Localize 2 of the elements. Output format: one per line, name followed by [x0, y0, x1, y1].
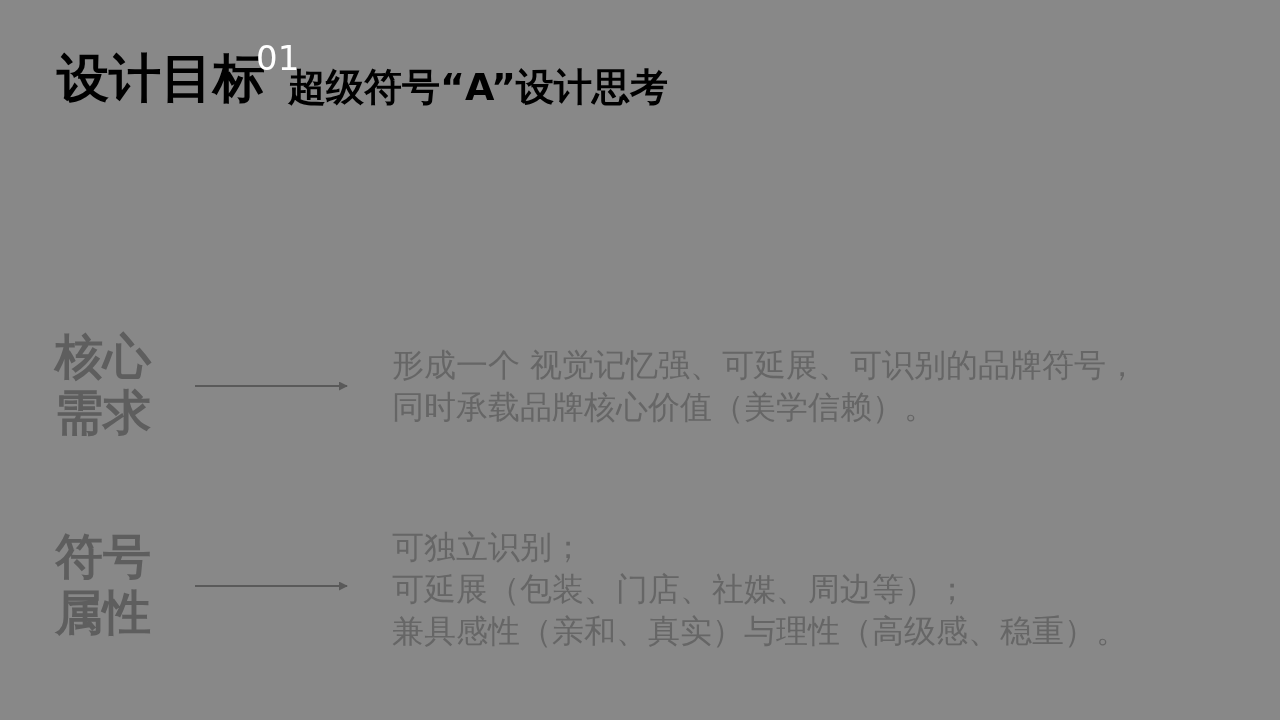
arrow: [194, 381, 348, 391]
arrow: [194, 581, 348, 591]
